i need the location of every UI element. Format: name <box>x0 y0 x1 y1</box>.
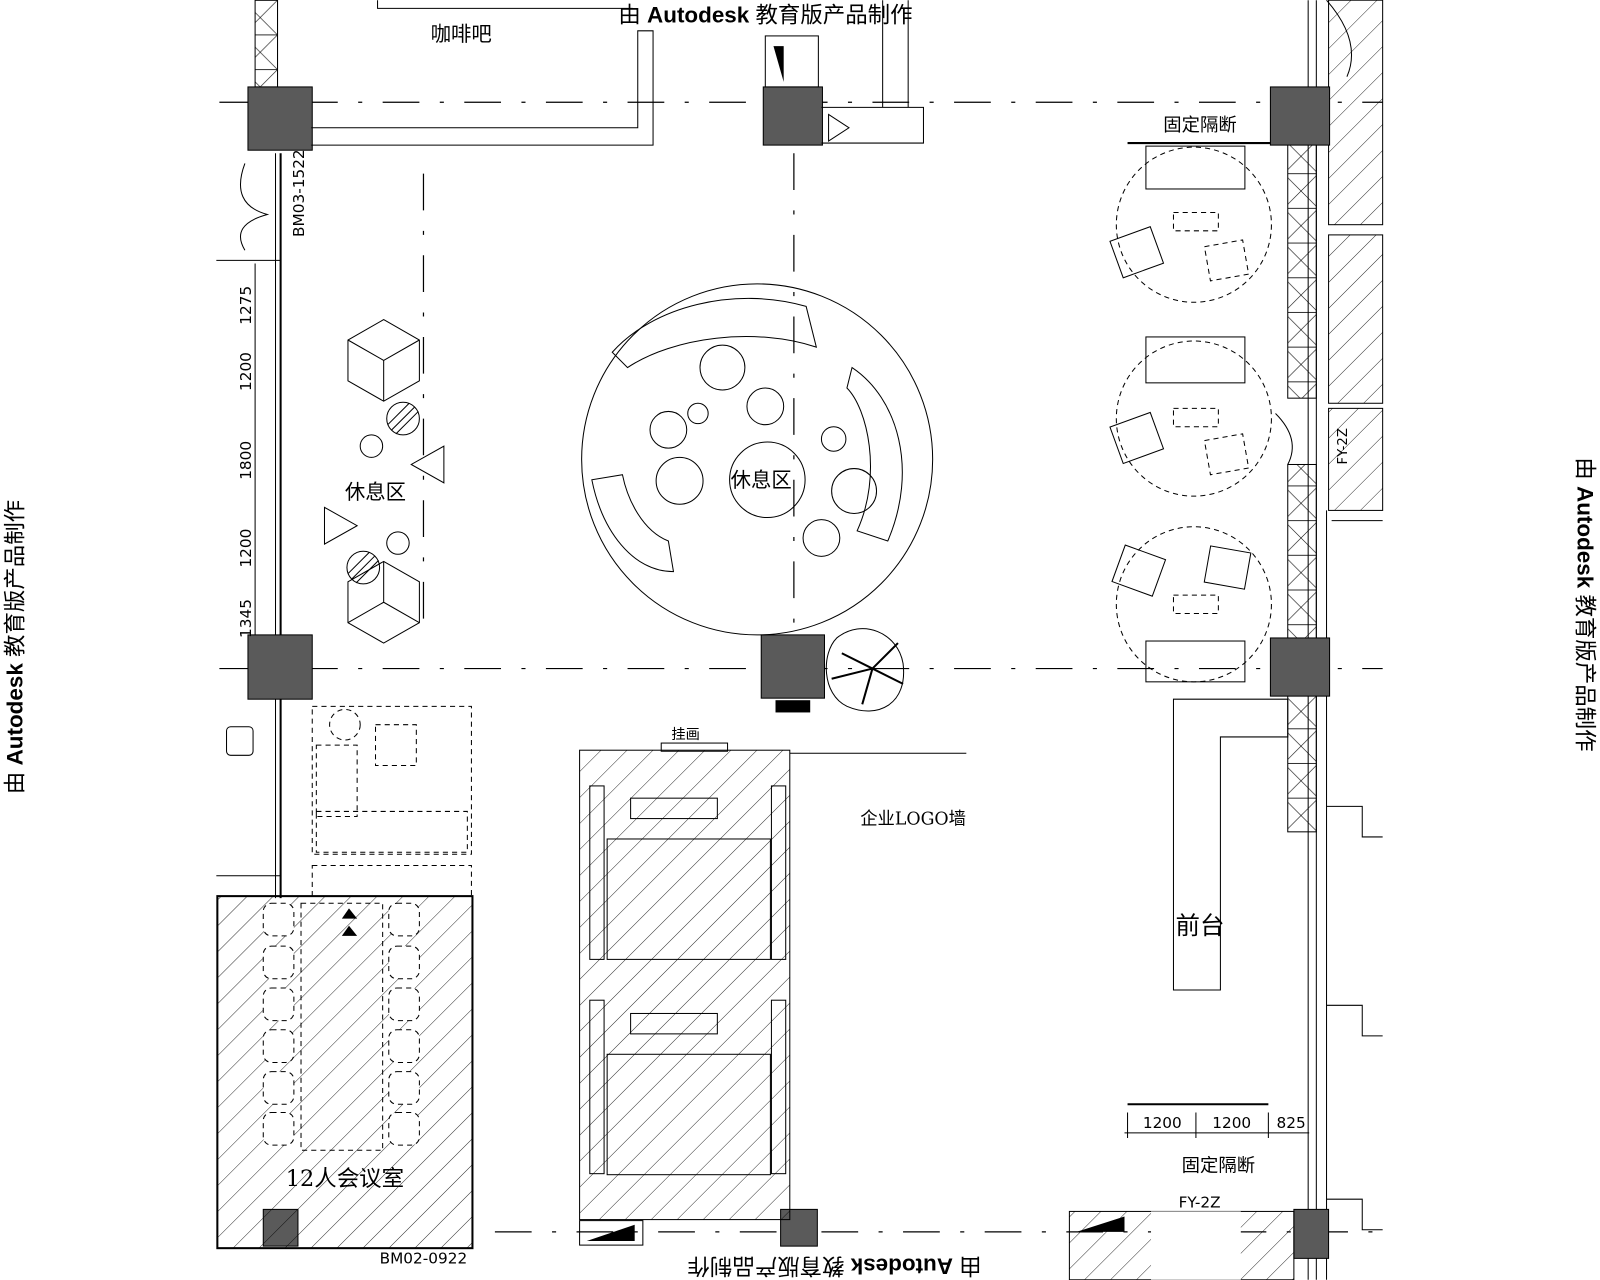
bottom-right-room <box>1068 1210 1295 1280</box>
meeting-room <box>216 895 474 1250</box>
doors <box>240 0 1353 465</box>
label-cafe: 咖啡吧 <box>431 22 492 46</box>
svg-text:由 Autodesk 教育版产品制作: 由 Autodesk 教育版产品制作 <box>687 1253 981 1278</box>
watermark-left: 由 Autodesk 教育版产品制作 <box>2 500 27 794</box>
label-lounge-center: 休息区 <box>731 468 792 492</box>
central-lounge <box>581 283 934 636</box>
elevator-core <box>579 742 967 1246</box>
dim-bottom-1: 1200 <box>1143 1114 1182 1132</box>
dim-left-4: 1200 <box>237 529 255 568</box>
svg-text:由 Autodesk 教育版产品制作: 由 Autodesk 教育版产品制作 <box>1573 457 1598 751</box>
tag-door-left: BM03-1522 <box>290 149 308 237</box>
tag-fy-bottom: FY-2Z <box>1179 1193 1221 1211</box>
tag-fy-right: FY-2Z <box>1336 428 1351 464</box>
structural-columns <box>247 86 1331 1259</box>
label-painting: 挂画 <box>671 726 700 743</box>
svg-text:由 Autodesk 教育版产品制作: 由 Autodesk 教育版产品制作 <box>2 500 27 794</box>
label-partition-top: 固定隔断 <box>1163 115 1236 136</box>
label-lounge-left: 休息区 <box>345 480 406 504</box>
left-lounge <box>323 319 445 644</box>
dim-left-1: 1275 <box>237 286 255 325</box>
svg-text:由 Autodesk 教育版产品制作: 由 Autodesk 教育版产品制作 <box>618 3 912 28</box>
watermark-right: 由 Autodesk 教育版产品制作 <box>1573 457 1598 751</box>
dim-left-3: 1800 <box>237 441 255 480</box>
cafe-area <box>311 0 924 146</box>
label-reception: 前台 <box>1176 911 1225 940</box>
tag-door-bottom: BM02-0922 <box>380 1249 468 1267</box>
dim-bottom-2: 1200 <box>1212 1114 1251 1132</box>
label-meeting-room: 12人会议室 <box>286 1166 404 1192</box>
watermark-top: 由 Autodesk 教育版产品制作 <box>618 3 912 28</box>
right-lounge <box>1109 142 1310 1138</box>
office-desk-area <box>226 705 472 897</box>
dim-bottom-3: 825 <box>1277 1114 1306 1132</box>
label-logo-wall: 企业LOGO墙 <box>860 810 966 830</box>
plant-icon <box>825 628 905 712</box>
dim-left-2: 1200 <box>237 352 255 391</box>
dim-left-5: 1345 <box>237 599 255 638</box>
watermark-bottom: 由 Autodesk 教育版产品制作 <box>687 1253 981 1278</box>
label-partition-bottom: 固定隔断 <box>1182 1156 1255 1177</box>
reception-desk <box>1172 698 1289 991</box>
